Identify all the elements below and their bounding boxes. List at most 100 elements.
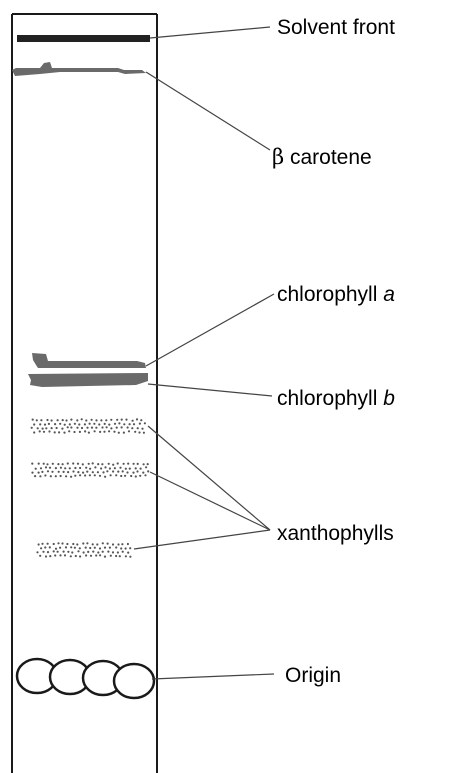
xanthophyll-dot [33, 423, 35, 425]
xanthophyll-dot [76, 427, 78, 429]
xanthophyll-dot [123, 463, 125, 465]
xanthophyll-dot [40, 547, 42, 549]
xanthophyll-dot [74, 423, 76, 425]
xanthophyll-dot [108, 430, 110, 432]
xanthophyll-dot [33, 431, 35, 433]
xanthophyll-dot [58, 471, 60, 473]
xanthophyll-dot [98, 423, 100, 425]
label-chlorophyll-b: chlorophyll b [277, 387, 395, 410]
leader-origin [152, 674, 274, 679]
xanthophyll-dot [97, 551, 99, 553]
xanthophyll-dot [95, 427, 97, 429]
xanthophyll-dot [48, 423, 50, 425]
xanthophyll-dot [65, 475, 67, 477]
xanthophyll-dot [79, 467, 81, 469]
xanthophyll-dot [97, 463, 99, 465]
xanthophyll-dot [137, 427, 139, 429]
xanthophyll-dot [59, 423, 61, 425]
xanthophyll-dot [72, 462, 74, 464]
xanthophyll-dot [110, 474, 112, 476]
xanthophyll-dot [55, 475, 57, 477]
xanthophyll-dot [119, 467, 121, 469]
xanthophyll-dot [43, 431, 45, 433]
xanthophyll-dot [115, 546, 117, 548]
xanthophyll-band-2 [31, 462, 149, 478]
xanthophyll-dot [147, 463, 149, 465]
xanthophyll-dot [127, 552, 129, 554]
xanthophyll-dot [58, 431, 60, 433]
xanthophyll-dot [87, 551, 89, 553]
xanthophyll-dot [70, 426, 72, 428]
xanthophyll-dot [114, 423, 116, 425]
xanthophyll-dot [51, 419, 53, 421]
xanthophyll-dot [55, 548, 57, 550]
xanthophyll-dot [109, 467, 111, 469]
xanthophyll-dot [76, 419, 78, 421]
xanthophyll-dot [40, 467, 42, 469]
xanthophyll-dot [92, 543, 94, 545]
xanthophyll-dot [70, 476, 72, 478]
xanthophyll-dot [94, 474, 96, 476]
xanthophyll-dot [132, 472, 134, 474]
xanthophyll-dot [83, 551, 85, 553]
xanthophyll-dot [145, 466, 147, 468]
xanthophyll-dot [88, 463, 90, 465]
xanthophyll-dot [72, 543, 74, 545]
xanthophyll-dot [113, 431, 115, 433]
xanthophyll-dot [117, 543, 119, 545]
xanthophyll-dot [131, 427, 133, 429]
xanthophyll-dot [99, 431, 101, 433]
xanthophyll-dot [84, 430, 86, 432]
xanthophyll-dot [118, 422, 120, 424]
xanthophyll-dot [71, 551, 73, 553]
xanthophyll-dot [124, 475, 126, 477]
xanthophyll-dot [79, 474, 81, 476]
xanthophyll-dot [120, 475, 122, 477]
xanthophyll-dot [127, 463, 129, 465]
xanthophyll-dot [140, 468, 142, 470]
xanthophyll-dot [77, 471, 79, 473]
xanthophyll-dot [101, 463, 103, 465]
xanthophyll-dot [36, 551, 38, 553]
xanthophyll-band-3 [36, 542, 131, 558]
xanthophyll-dot [67, 426, 69, 428]
xanthophyll-dot [82, 463, 84, 465]
xanthophyll-dot [50, 475, 52, 477]
xanthophyll-dot [68, 430, 70, 432]
xanthophyll-dot [67, 471, 69, 473]
xanthophyll-dot [127, 543, 129, 545]
xanthophyll-dot [110, 427, 112, 429]
leader-lines [134, 27, 274, 679]
xanthophyll-dot [117, 551, 119, 553]
xanthophyll-dot [104, 547, 106, 549]
xanthophyll-dot [100, 467, 102, 469]
xanthophyll-dot [81, 427, 83, 429]
xanthophyll-dot [112, 470, 114, 472]
xanthophyll-dot [125, 419, 127, 421]
xanthophyll-dot [37, 427, 39, 429]
xanthophyll-dot [99, 547, 101, 549]
xanthophyll-dot [65, 419, 67, 421]
xanthophyll-dot [89, 423, 91, 425]
label-solvent-front: Solvent front [277, 16, 395, 39]
xanthophyll-dot [133, 423, 135, 425]
xanthophyll-dot [103, 431, 105, 433]
xanthophyll-dot [34, 475, 36, 477]
xanthophyll-dot [125, 468, 127, 470]
xanthophyll-dot [95, 554, 97, 556]
xanthophyll-dot [85, 419, 87, 421]
xanthophyll-dot [110, 555, 112, 557]
xanthophyll-dot [42, 551, 44, 553]
xanthophyll-dot [129, 423, 131, 425]
xanthophyll-dot [61, 542, 63, 544]
xanthophyll-dot [74, 467, 76, 469]
xanthophyll-dot [104, 466, 106, 468]
xanthophyll-dot [62, 419, 64, 421]
xanthophyll-dot [67, 551, 69, 553]
xanthophyll-dot [79, 555, 81, 557]
xanthophyll-dot [119, 555, 121, 557]
xanthophyll-dot [57, 551, 59, 553]
xanthophyll-dot [31, 463, 33, 465]
xanthophyll-dot [89, 474, 91, 476]
xanthophyll-dot [42, 428, 44, 430]
